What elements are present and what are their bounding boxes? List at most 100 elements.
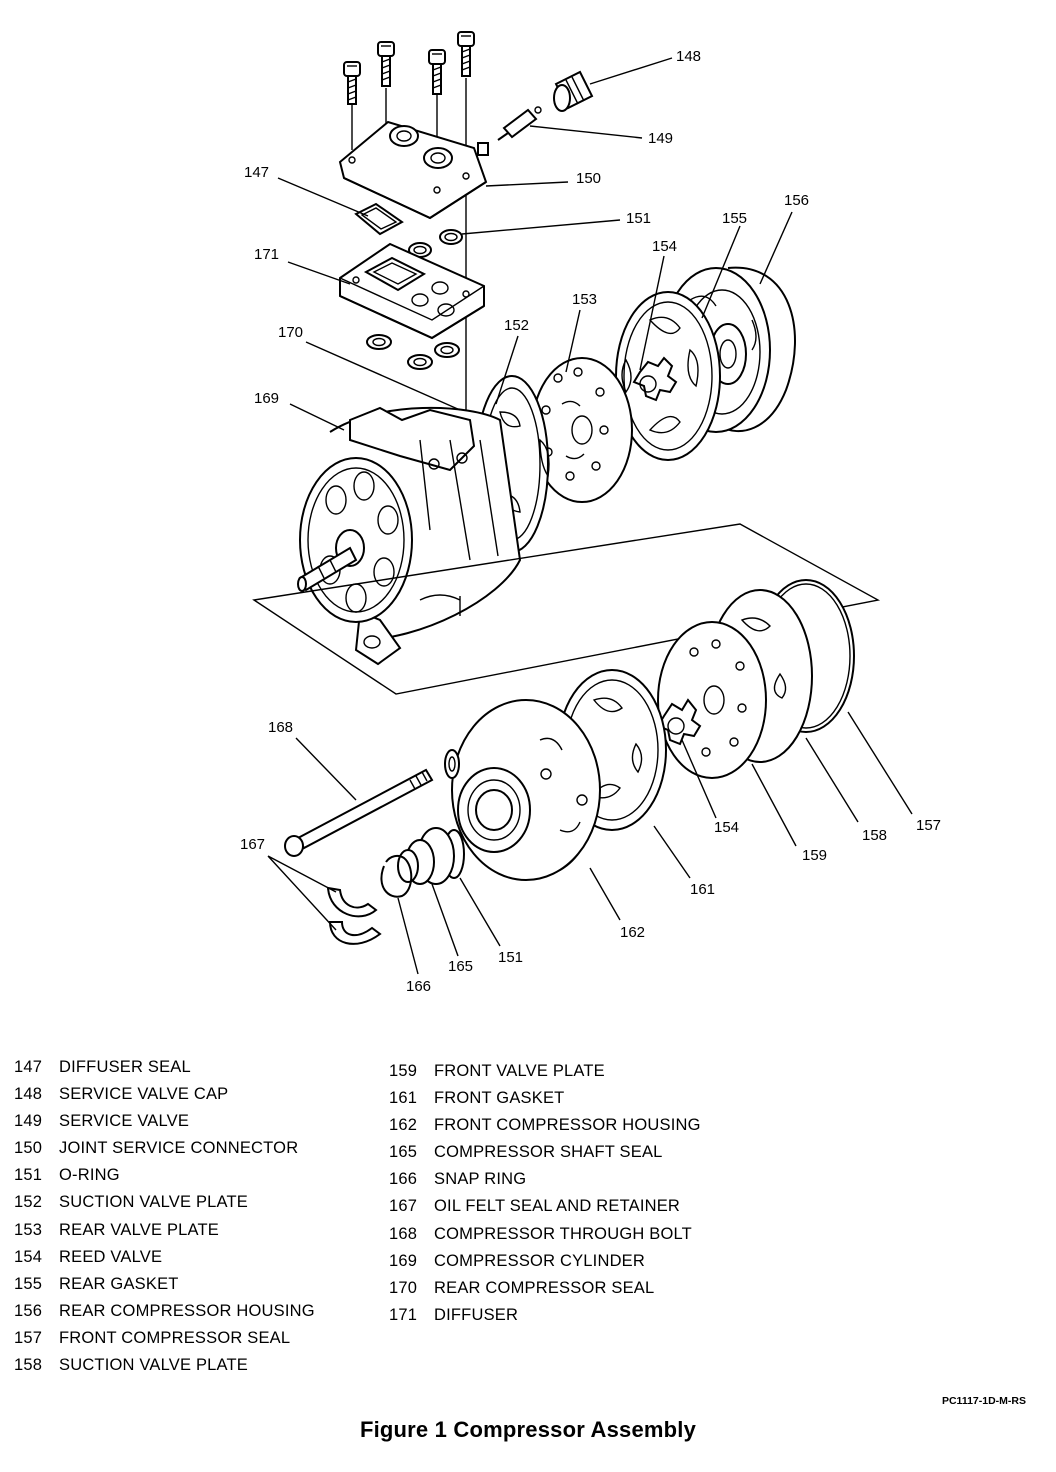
legend-item: 159 FRONT VALVE PLATE — [389, 1058, 701, 1085]
legend-item-number: 166 — [389, 1170, 418, 1189]
callout-171: 171 — [254, 246, 279, 263]
legend-item-name: REED VALVE — [59, 1247, 163, 1266]
reed-valve-front — [656, 698, 702, 746]
legend-item-number: 149 — [14, 1112, 43, 1131]
legend-item: 162 FRONT COMPRESSOR HOUSING — [389, 1112, 701, 1139]
legend-item: 147 DIFFUSER SEAL — [14, 1054, 315, 1081]
legend-item-name: FRONT VALVE PLATE — [434, 1062, 605, 1080]
callout-152: 152 — [504, 317, 529, 334]
callout-170: 170 — [278, 324, 303, 341]
joint-service-connector — [338, 120, 489, 220]
callout-149: 149 — [648, 130, 673, 147]
legend-item-number: 170 — [389, 1278, 418, 1297]
legend-item-number: 156 — [14, 1301, 43, 1320]
callout-168: 168 — [268, 719, 293, 736]
figure-caption: Figure 1 Compressor Assembly — [359, 1417, 697, 1442]
legend-item-number: 157 — [14, 1328, 43, 1347]
rear-valve-plate — [531, 357, 633, 503]
exploded-view-frame — [252, 523, 881, 695]
front-valve-plate — [657, 621, 767, 779]
legend-item-name: FRONT COMPRESSOR SEAL — [59, 1328, 291, 1347]
legend-item-name: REAR COMPRESSOR SEAL — [434, 1278, 655, 1297]
legend-item-name: FRONT COMPRESSOR HOUSING — [434, 1116, 701, 1135]
legend-item: 150 JOINT SERVICE CONNECTOR — [14, 1135, 315, 1162]
legend-item-number: 155 — [14, 1274, 43, 1293]
legend-item-number: 161 — [389, 1089, 418, 1108]
callout-151-lower: 151 — [498, 949, 523, 966]
callout-165: 165 — [448, 958, 473, 975]
legend-item-number: 169 — [389, 1251, 418, 1270]
legend-item-number: 150 — [14, 1139, 43, 1158]
callout-153: 153 — [572, 291, 597, 308]
callout-154-lower: 154 — [714, 819, 739, 836]
legend-item-name: SERVICE VALVE — [59, 1112, 190, 1131]
callout-151-upper: 151 — [626, 210, 651, 227]
oil-felt-seal-and-retainer — [326, 886, 382, 945]
legend-item-name: SUCTION VALVE PLATE — [59, 1356, 249, 1375]
callout-158: 158 — [862, 827, 887, 844]
legend-item: 169 COMPRESSOR CYLINDER — [389, 1248, 701, 1275]
front-compressor-housing — [451, 699, 601, 881]
legend-item: 165 COMPRESSOR SHAFT SEAL — [389, 1139, 701, 1166]
legend-item-name: SERVICE VALVE CAP — [59, 1085, 229, 1104]
compressor-cylinder — [299, 406, 522, 666]
legend-item-number: 162 — [389, 1116, 418, 1135]
legend-item: 156 REAR COMPRESSOR HOUSING — [14, 1298, 315, 1325]
callout-labels: 148 149 147 150 151 156 155 171 154 153 … — [240, 48, 941, 995]
callout-154-upper: 154 — [652, 238, 677, 255]
diffuser — [339, 242, 485, 340]
legend-item-name: COMPRESSOR SHAFT SEAL — [434, 1143, 663, 1162]
legend-item-name: O-RING — [59, 1166, 120, 1185]
callout-147: 147 — [244, 164, 269, 181]
legend-item: 149 SERVICE VALVE — [14, 1108, 315, 1135]
callout-156: 156 — [784, 192, 809, 209]
legend-item: 171 DIFFUSER — [389, 1302, 701, 1329]
callout-169: 169 — [254, 390, 279, 407]
legend-item-number: 154 — [14, 1247, 43, 1266]
callout-162: 162 — [620, 924, 645, 941]
legend-item-name: SUCTION VALVE PLATE — [59, 1193, 249, 1212]
legend-item-name: JOINT SERVICE CONNECTOR — [59, 1139, 299, 1158]
exploded-view-diagram: 148 149 147 150 151 156 155 171 154 153 … — [240, 31, 941, 995]
legend-item-name: COMPRESSOR CYLINDER — [434, 1251, 646, 1270]
legend-item: 148 SERVICE VALVE CAP — [14, 1081, 315, 1108]
legend-item-name: DIFFUSER SEAL — [59, 1058, 191, 1076]
callout-150: 150 — [576, 170, 601, 187]
legend-item-number: 159 — [389, 1062, 418, 1080]
legend-item-name: FRONT GASKET — [434, 1089, 565, 1108]
legend-item-name: DIFFUSER — [434, 1305, 519, 1324]
legend-item: 157 FRONT COMPRESSOR SEAL — [14, 1325, 315, 1352]
mounting-bolts — [343, 31, 475, 460]
legend-item-number: 147 — [14, 1058, 43, 1076]
legend-item-number: 153 — [14, 1220, 43, 1239]
legend-item-name: COMPRESSOR THROUGH BOLT — [434, 1224, 692, 1243]
compressor-shaft — [297, 546, 358, 592]
legend-item-number: 165 — [389, 1143, 418, 1162]
legend-item: 153 REAR VALVE PLATE — [14, 1217, 315, 1244]
legend-item: 158 SUCTION VALVE PLATE — [14, 1352, 315, 1379]
callout-148: 148 — [676, 48, 701, 65]
legend-item-number: 148 — [14, 1085, 43, 1104]
legend-item: 170 REAR COMPRESSOR SEAL — [389, 1275, 701, 1302]
callout-159: 159 — [802, 847, 827, 864]
diffuser-seal — [354, 202, 404, 236]
callout-157: 157 — [916, 817, 941, 834]
legend-item-number: 167 — [389, 1197, 418, 1216]
legend-item-number: 151 — [14, 1166, 43, 1185]
drawing-code: PC1117-1D-M-RS — [941, 1395, 1026, 1407]
legend-item: 154 REED VALVE — [14, 1244, 315, 1271]
leader-lines — [267, 57, 913, 975]
legend-item: 151 O-RING — [14, 1162, 315, 1189]
legend-item-name: SNAP RING — [434, 1170, 527, 1189]
legend-item-number: 171 — [389, 1305, 418, 1324]
legend-item-name: REAR VALVE PLATE — [59, 1220, 220, 1239]
legend-item-name: REAR COMPRESSOR HOUSING — [59, 1301, 315, 1320]
o-rings-upper — [366, 229, 463, 370]
legend-item-number: 158 — [14, 1356, 43, 1375]
legend-item: 161 FRONT GASKET — [389, 1085, 701, 1112]
